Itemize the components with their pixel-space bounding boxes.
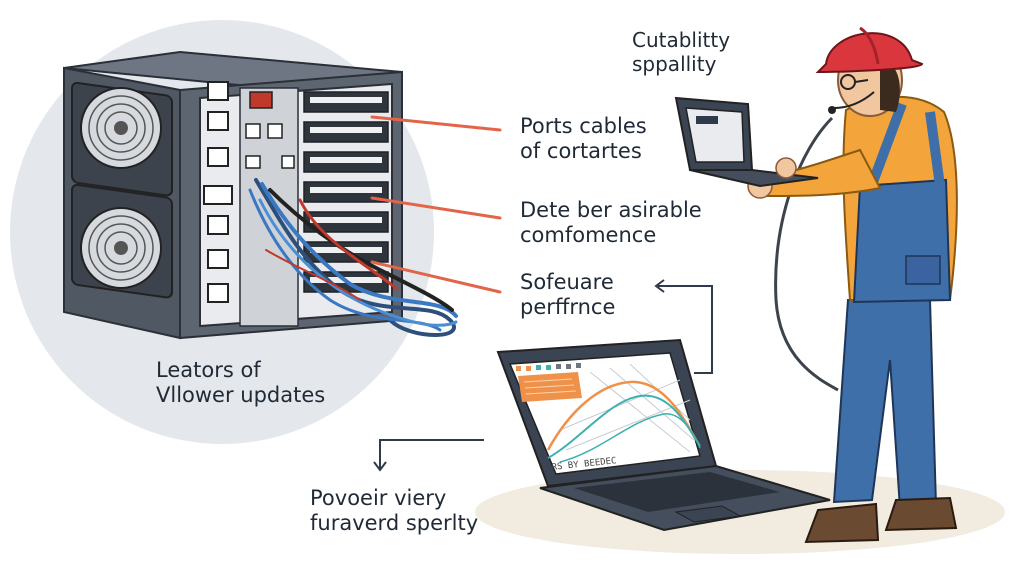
label-top-right-line2: sppallity	[632, 52, 717, 76]
cooling-fan-icon	[71, 183, 173, 299]
label-ports-line1: Ports cables	[520, 114, 647, 138]
label-dete: Dete ber asirable comfomence	[520, 198, 702, 248]
label-software: Sofeuare perffrnce	[520, 270, 615, 320]
label-ports-line2: of cortartes	[520, 139, 642, 163]
laptop	[496, 338, 831, 532]
server-rack	[63, 50, 458, 340]
label-top-right-line1: Cutablitty	[632, 28, 731, 52]
callout-lines	[370, 115, 502, 294]
label-software-line2: perffrnce	[520, 295, 616, 319]
label-top-right: Cutablitty sppallity	[632, 28, 730, 76]
cable-bundle	[248, 178, 458, 337]
cooling-fan-icon	[71, 81, 173, 197]
arrow-icon	[654, 279, 713, 374]
label-software-line1: Sofeuare	[520, 270, 614, 294]
technician	[747, 26, 958, 544]
label-ports: Ports cables of cortartes	[520, 114, 647, 164]
label-leators: Leators of Vllower updates	[156, 358, 325, 408]
label-leators-line2: Vllower updates	[156, 383, 326, 407]
label-dete-line1: Dete ber asirable	[520, 198, 702, 222]
arrow-icon	[373, 439, 484, 472]
label-povoeir: Povoeir viery furaverd sperlty	[310, 486, 478, 536]
label-povoeir-line1: Povoeir viery	[310, 486, 447, 510]
handheld-laptop	[674, 96, 819, 188]
label-povoeir-line2: furaverd sperlty	[310, 511, 479, 535]
label-leators-line1: Leators of	[156, 358, 261, 382]
label-dete-line2: comfomence	[520, 223, 657, 247]
